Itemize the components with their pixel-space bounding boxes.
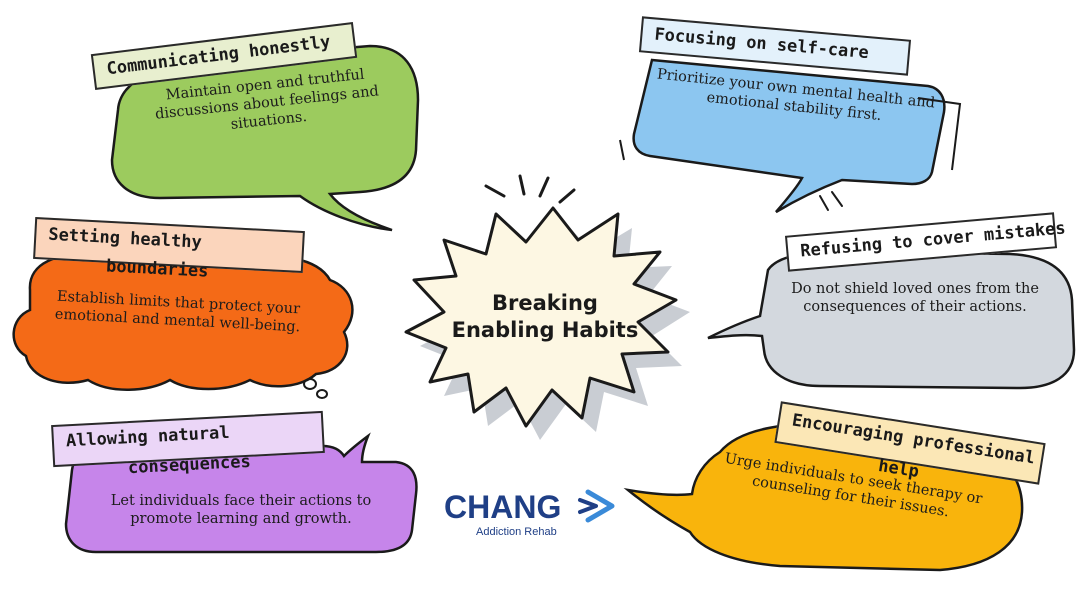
center-title: Breaking Enabling Habits [420,290,670,345]
bubble-self-care-sketch [619,97,962,171]
bubble-cover-mistakes [707,250,1076,390]
logo-wordmark: CHANG [444,489,562,525]
center-title-line1: Breaking [492,291,598,315]
thought-dot-2 [316,389,328,399]
bubble-self-care-marks [819,191,843,211]
bubble-self-care [632,58,946,214]
starburst [404,206,678,428]
body-cover-mistakes: Do not shield loved ones from the conseq… [791,281,1039,316]
tag-boundaries-line1: Setting healthy [47,224,203,253]
tag-natural-line1: Allowing natural [65,422,231,452]
logo-tagline: Addiction Rehab [476,526,557,538]
center-title-line2: Enabling Habits [451,318,639,343]
body-natural: Let individuals face their actions to pr… [110,493,372,528]
logo-swoosh-inner [578,498,598,514]
thought-dot-1 [303,378,317,390]
burst-accent-lines [484,174,576,204]
logo-swoosh [585,489,615,523]
